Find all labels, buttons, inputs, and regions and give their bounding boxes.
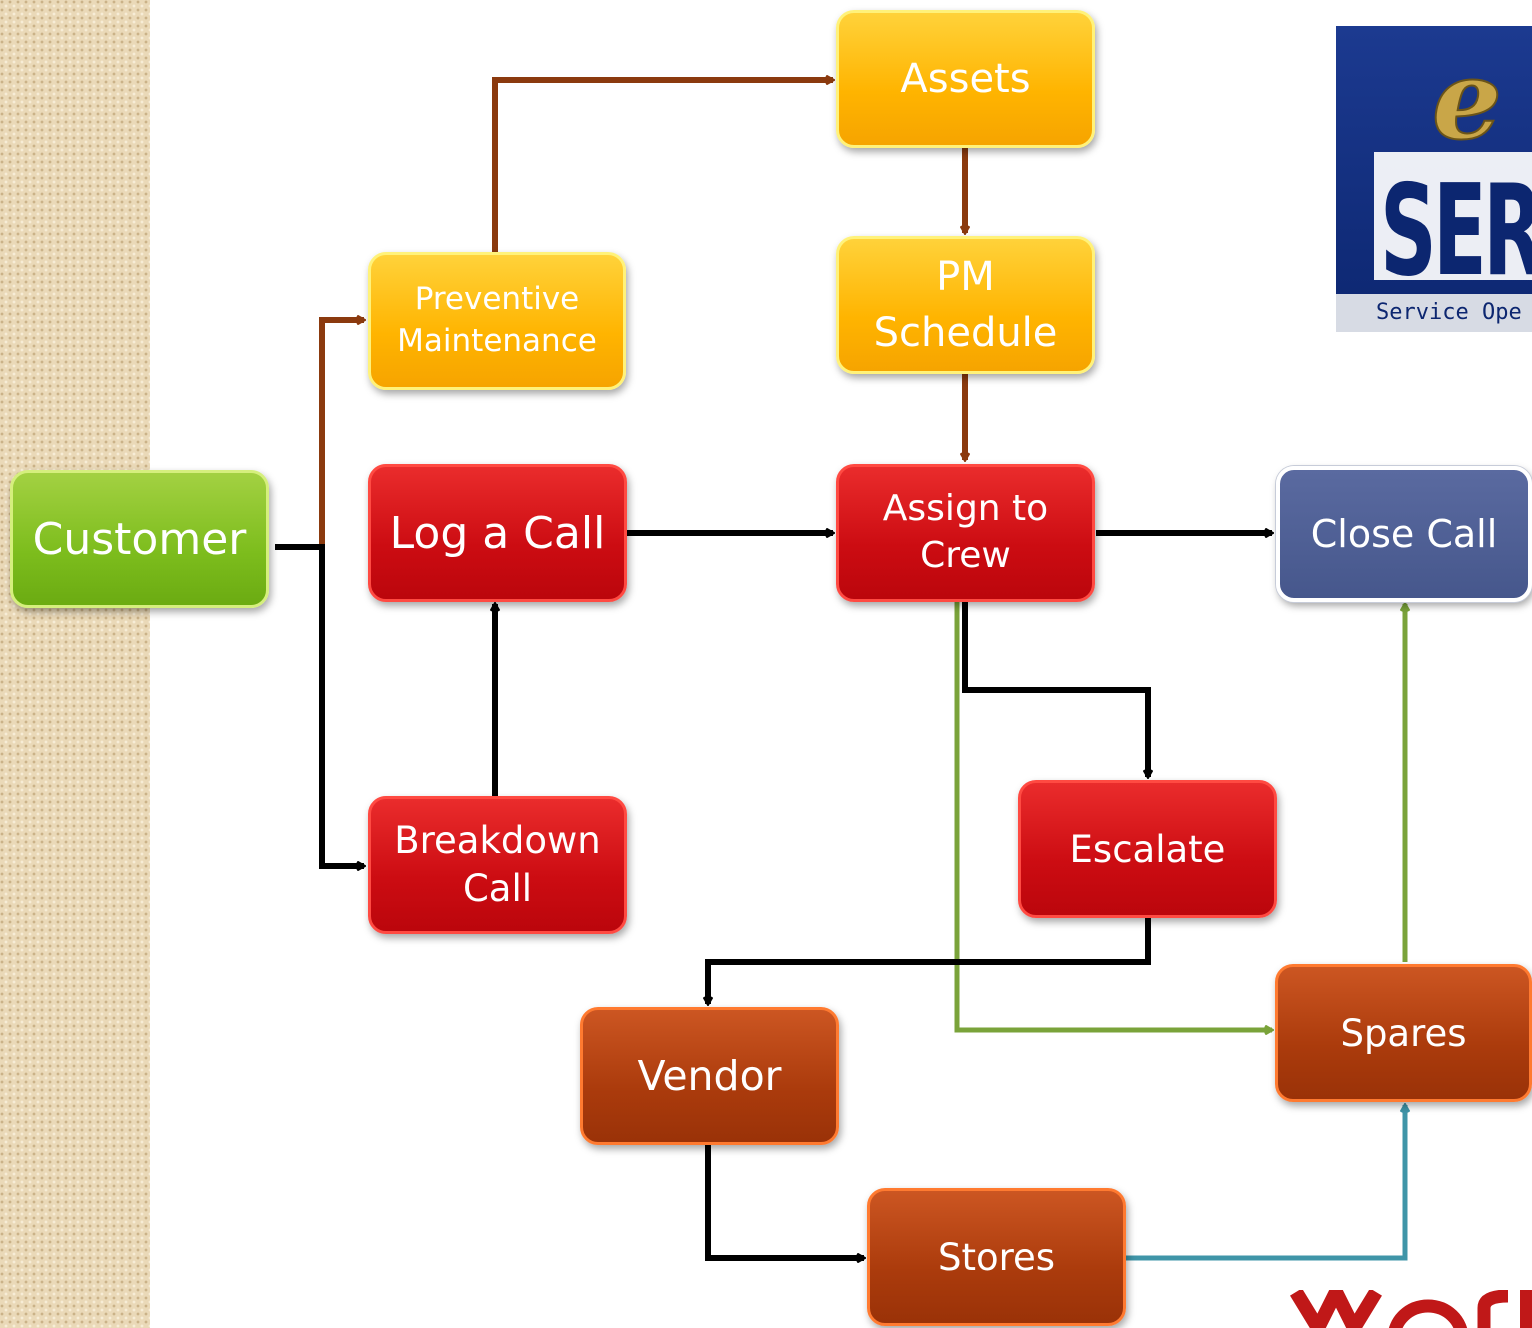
node-assign-to-crew-label: Assign to Crew [882,488,1049,576]
node-close-call: Close Call [1276,466,1532,602]
node-breakdown-call: Breakdown Call [368,796,627,934]
logo-script-text: e [1432,35,1502,164]
node-stores: Stores [867,1188,1126,1326]
node-log-a-call-label: Log a Call [389,507,606,559]
node-assign-to-crew: Assign to Crew [836,464,1095,602]
node-pm-schedule: PM Schedule [836,236,1095,374]
node-escalate-label: Escalate [1069,827,1226,871]
edge-assign-to-crew-to-spares [954,602,1272,1030]
logo-wordmark-art: e SER [1374,34,1532,294]
edge-assign-to-crew-to-escalate [962,602,1148,777]
node-assets: Assets [836,10,1095,148]
node-log-a-call: Log a Call [368,464,627,602]
node-breakdown-call-label: Breakdown Call [394,818,601,910]
footer-word-fragment [1288,1290,1532,1328]
node-spares: Spares [1275,964,1532,1102]
node-vendor: Vendor [580,1007,839,1145]
sidebar-texture-strip [0,0,150,1328]
edge-vendor-to-stores [705,1145,864,1258]
edge-stores-to-spares [1125,1105,1405,1261]
edge-customer-to-preventive-maintenance [275,320,364,550]
node-assets-label: Assets [900,56,1031,102]
node-vendor-label: Vendor [637,1052,782,1100]
edge-escalate-to-vendor [708,918,1151,1004]
node-customer: Customer [10,470,269,608]
node-spares-label: Spares [1340,1011,1467,1055]
logo-wordmark-text: SER [1380,157,1532,294]
node-preventive-maintenance-label: Preventive Maintenance [397,281,597,359]
node-escalate: Escalate [1018,780,1277,918]
edge-customer-to-breakdown-call [275,544,364,866]
node-close-call-label: Close Call [1310,512,1498,556]
node-pm-schedule-label: PM Schedule [873,254,1058,356]
logo-caption: Service Ope [1336,294,1532,332]
edge-preventive-maintenance-to-assets [492,80,833,252]
brand-logo: e SER Service Ope [1336,26,1532,332]
node-customer-label: Customer [32,513,247,565]
node-preventive-maintenance: Preventive Maintenance [368,252,626,390]
node-stores-label: Stores [937,1235,1056,1279]
